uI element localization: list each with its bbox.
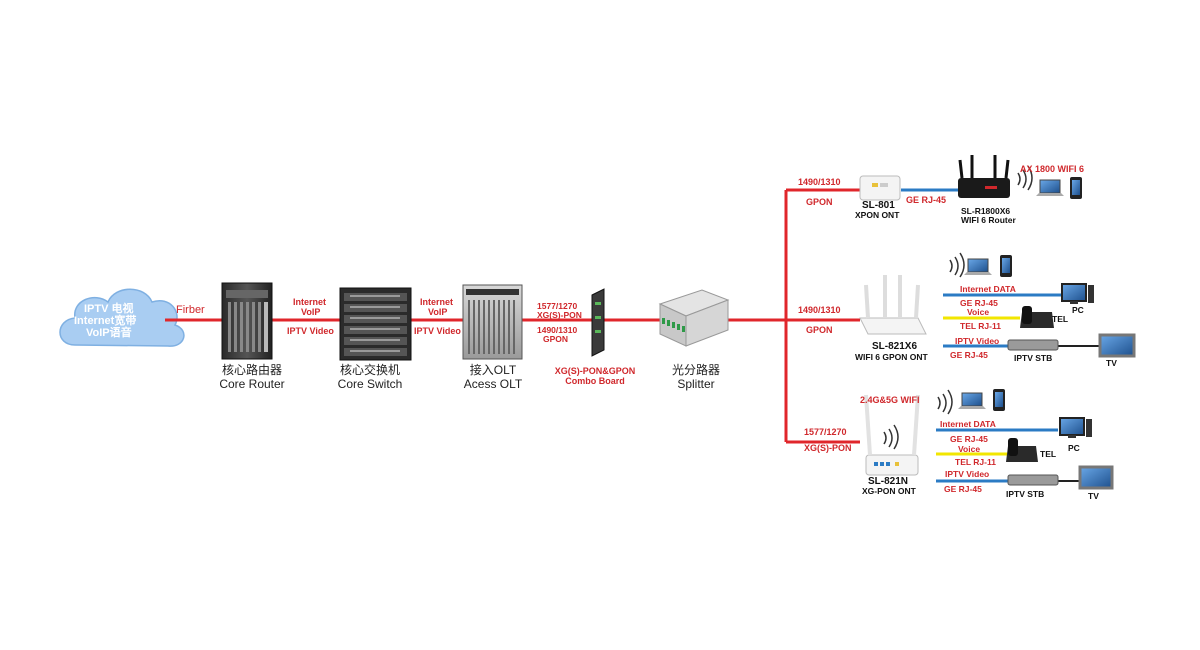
sl801-onu-icon [859,175,901,201]
combo-board-label: XG(S)-PON&GPON Combo Board [550,366,640,387]
wifi-waves-icon [883,424,899,450]
b3-iptv: IPTV Video [945,469,990,479]
b2-pc: PC [1072,305,1084,315]
pc-icon [1061,283,1094,304]
cloud-icon [59,288,185,347]
b3-tv: TV [1088,491,1099,501]
stb-icon [1007,474,1059,486]
b2-tv: TV [1106,358,1117,368]
core-switch-en: Core Switch [337,376,403,391]
olt-cn: 接入OLT [469,363,517,377]
olt-type-bottom: GPON [543,334,569,344]
b2-voice: Voice [967,307,990,317]
wifi-waves-icon [1017,165,1033,191]
cloud-label-1: IPTV 电视 [84,303,134,315]
cloud-label-3: VoIP语音 [86,327,132,339]
cloud-label-2: Internet宽带 [74,315,137,327]
b3-onu-desc: XG-PON ONT [862,486,916,496]
link-voip-2: VoIP [428,307,448,317]
link-voip-1: VoIP [301,307,321,317]
core-switch-label: 核心交换机 Core Switch [330,363,410,392]
laptop-icon [1036,179,1064,196]
olt-icon [462,284,523,360]
b3-wifi: 2.4G&5G WIFI [860,395,920,405]
laptop-icon [958,392,986,409]
b3-type: XG(S)-PON [804,443,852,453]
phone-icon [993,389,1005,411]
b1-onu-desc: XPON ONT [855,210,900,220]
phone-icon [1000,255,1012,277]
b3-pc: PC [1068,443,1080,453]
splitter-label: 光分路器 Splitter [656,363,736,392]
firber-label: Firber [176,304,205,316]
b3-onu-model: SL-821N [868,476,909,487]
b2-tel: TEL [1052,314,1069,324]
wifi6-router-icon [958,155,1010,198]
tv-icon [1078,465,1114,490]
tv-icon [1098,333,1136,358]
core-router-en: Core Router [219,376,285,391]
b1-router-model: SL-R1800X6 [961,206,1011,216]
b2-iptv: IPTV Video [955,336,1000,346]
olt-wave-bottom: 1490/1310 [537,325,578,335]
phone-icon [1070,177,1082,199]
sl821n-onu-icon [864,394,920,476]
b1-onu-model: SL-801 [862,200,895,211]
b1-type: GPON [806,197,833,207]
laptop-icon [964,258,992,275]
combo-board-icon [591,288,605,357]
combo-board-line2: Combo Board [565,376,625,387]
core-switch-icon [339,287,412,361]
b2-ge2: GE RJ-45 [950,350,988,360]
b1-wifi-label: AX 1800 WIFI 6 [1020,164,1085,174]
splitter-cn: 光分路器 [671,363,720,377]
link-internet-1: Internet [293,297,327,307]
olt-type-top: XG(S)-PON [537,310,582,320]
b2-stb: IPTV STB [1014,353,1053,363]
b3-tel-rj: TEL RJ-11 [955,457,996,467]
b1-router-desc: WIFI 6 Router [961,215,1016,225]
b2-wave: 1490/1310 [798,305,841,315]
stb-icon [1007,339,1059,351]
b3-ge2: GE RJ-45 [944,484,982,494]
pc-icon [1059,417,1092,438]
olt-en: Acess OLT [463,376,523,391]
b3-voice: Voice [958,444,981,454]
b3-wave: 1577/1270 [804,427,847,437]
olt-label: 接入OLT Acess OLT [453,363,533,392]
link-internet-2: Internet [420,297,454,307]
b3-ge: GE RJ-45 [950,434,988,444]
link-iptv-2: IPTV Video [414,326,461,336]
splitter-icon [658,289,730,347]
wifi-waves-icon [937,389,953,415]
b2-onu-desc: WIFI 6 GPON ONT [855,352,928,362]
fiber-backbone [165,188,860,444]
b2-onu-model: SL-821X6 [872,341,918,352]
b2-ge: GE RJ-45 [960,298,998,308]
combo-board-line1: XG(S)-PON&GPON [554,366,636,376]
wifi-waves-icon [949,252,965,278]
b2-type: GPON [806,325,833,335]
link-iptv-1: IPTV Video [287,326,334,336]
core-switch-cn: 核心交换机 [339,363,400,377]
core-router-cn: 核心路由器 [221,363,282,377]
b2-tel-rj: TEL RJ-11 [960,321,1001,331]
sl821x6-onu-icon [859,275,927,335]
olt-wave-top: 1577/1270 [537,301,578,311]
telephone-icon [1006,438,1038,462]
b3-tel: TEL [1040,449,1057,459]
b1-wave: 1490/1310 [798,177,841,187]
core-router-label: 核心路由器 Core Router [212,363,292,392]
b1-link: GE RJ-45 [906,195,947,205]
b3-stb: IPTV STB [1006,489,1045,499]
splitter-en: Splitter [677,376,715,391]
b2-internet: Internet DATA [960,284,1016,294]
telephone-icon [1020,306,1054,328]
b3-internet: Internet DATA [940,419,996,429]
core-router-icon [221,282,273,360]
